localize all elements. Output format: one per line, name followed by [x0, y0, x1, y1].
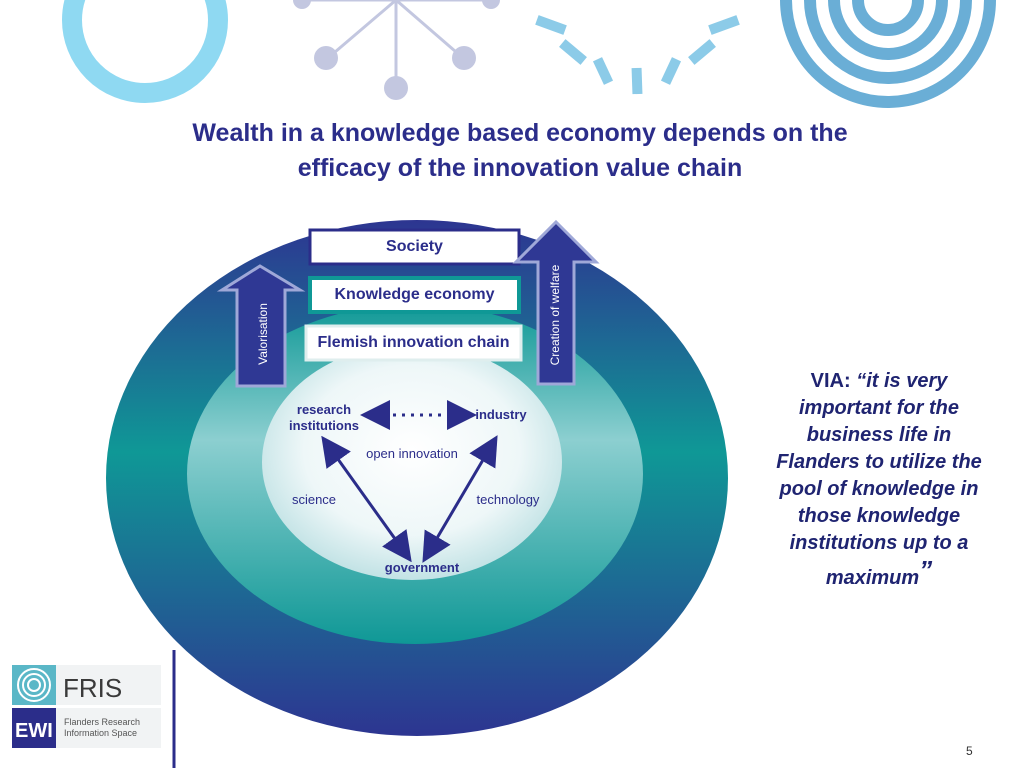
welfare-arrow-icon: [512, 219, 600, 386]
innovation-chain-label: Flemish innovation chain: [317, 334, 510, 351]
logo-subtitle-line2: Information Space: [64, 728, 138, 738]
quote-open-mark: “: [856, 370, 867, 392]
quote-close-mark: ”: [919, 555, 933, 585]
decor-spiral-icon: [780, 0, 996, 108]
valorisation-arrow-icon: [216, 264, 306, 388]
knowledge-economy-box-shape: [308, 276, 521, 314]
page-number: 5: [966, 744, 973, 758]
via-prefix: VIA:: [810, 370, 851, 392]
slide-title-line1: Wealth in a knowledge based economy depe…: [192, 119, 848, 147]
decor-network-icon: [293, 0, 500, 100]
science-label: science: [291, 492, 337, 507]
welfare-label: Creation of welfare: [548, 264, 562, 366]
fris-logo-text: FRIS: [63, 673, 122, 703]
inner-ellipse: [262, 344, 562, 580]
logo-subtitle: Flanders Research Information Space: [64, 717, 140, 739]
quote-text: it is very important for the business li…: [776, 370, 982, 589]
via-quote: VIA: “it is very important for the busin…: [772, 368, 986, 592]
research-institutions-label: research institutions: [288, 402, 360, 433]
fris-logo: FRIS EWI: [12, 665, 161, 748]
open-innovation-label: open innovation: [366, 446, 458, 461]
society-label: Society: [386, 238, 443, 255]
government-label: government: [384, 560, 460, 575]
logo-subtitle-line1: Flanders Research: [64, 717, 141, 727]
ewi-logo-text: EWI: [15, 720, 53, 742]
society-box-shape: [308, 228, 521, 266]
science-arrow: [321, 435, 412, 563]
knowledge-economy-label: Knowledge economy: [334, 286, 495, 303]
innovation-chain-box-shape: [304, 324, 523, 362]
decor-ring-icon: [62, 0, 228, 103]
slide-title-line2: efficacy of the innovation value chain: [297, 154, 743, 182]
decor-sunburst-icon: [535, 15, 740, 95]
slide-title: Wealth in a knowledge based economy depe…: [100, 116, 940, 186]
valorisation-label: Valorisation: [256, 303, 270, 365]
industry-label: industry: [475, 407, 527, 422]
technology-arrow: [422, 435, 498, 563]
technology-label: technology: [476, 492, 540, 507]
